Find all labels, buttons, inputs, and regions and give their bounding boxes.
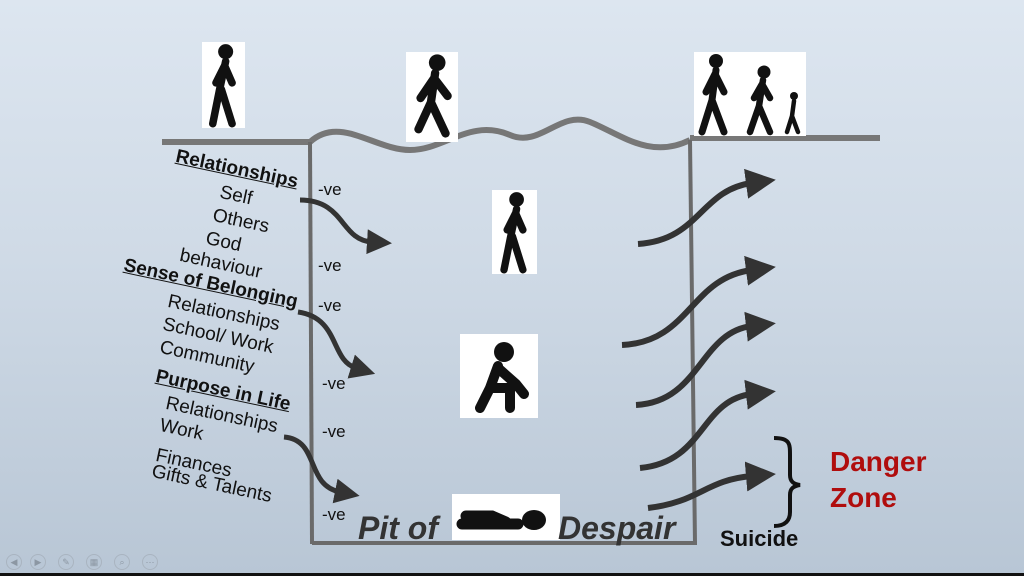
negative-label: -ve <box>318 256 342 275</box>
danger-zone-label: Danger <box>830 446 927 477</box>
grid-icon[interactable]: ▦ <box>86 554 102 570</box>
previous-slide-icon[interactable]: ◀ <box>6 554 22 570</box>
bottom-bar <box>0 573 1024 576</box>
person-walking-icon <box>492 190 537 274</box>
curved-arrow-icon <box>639 379 776 471</box>
curved-arrow-icon <box>297 309 376 379</box>
danger-zone-label: Zone <box>830 482 897 513</box>
negative-label: -ve <box>322 505 346 524</box>
person-running-icon <box>406 52 458 142</box>
negative-label: -ve <box>322 374 346 393</box>
person-sitting-icon <box>460 334 538 418</box>
negative-label: -ve <box>322 422 346 441</box>
brace-icon <box>773 436 801 528</box>
wavy-surface <box>307 116 692 154</box>
zoom-icon[interactable]: ⌕ <box>114 554 130 570</box>
suicide-label: Suicide <box>720 526 799 551</box>
curved-arrow-icon <box>635 311 776 408</box>
slideshow-toolbar: ◀ ▶ ✎ ▦ ⌕ ⋯ <box>0 550 1024 576</box>
curved-arrow-icon <box>621 255 776 348</box>
person-walking-icon <box>202 42 245 128</box>
curved-arrow-icon <box>283 434 360 504</box>
negative-label: -ve <box>318 180 342 199</box>
curved-arrow-icon <box>647 461 776 511</box>
pen-icon[interactable]: ✎ <box>58 554 74 570</box>
negative-label: -ve <box>318 296 342 315</box>
pit-left-wall <box>308 141 314 545</box>
next-slide-icon[interactable]: ▶ <box>30 554 46 570</box>
pit-right-wall <box>688 139 697 545</box>
person-lying-icon <box>452 494 560 540</box>
family-walking-icon <box>694 52 806 136</box>
pit-caption-right: Despair <box>558 510 676 546</box>
curved-arrow-icon <box>299 197 392 255</box>
more-options-icon[interactable]: ⋯ <box>142 554 158 570</box>
pit-caption-left: Pit of <box>358 510 438 546</box>
curved-arrow-icon <box>637 168 776 247</box>
